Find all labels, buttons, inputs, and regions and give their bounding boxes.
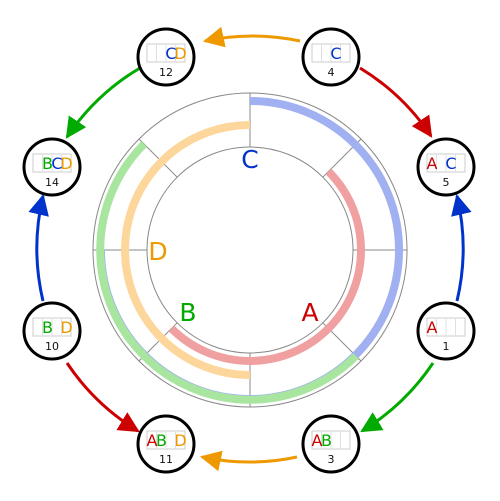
node-11-letter-A: A	[147, 431, 158, 450]
center-labels: C D B A	[148, 145, 318, 327]
node-10-letter-D: D	[60, 318, 72, 337]
node-5-number: 5	[443, 176, 450, 189]
node-3: A B 3	[301, 414, 361, 474]
band-D	[121, 121, 251, 379]
node-14-letter-B: B	[42, 154, 53, 173]
ring-inner-circle	[146, 146, 354, 354]
node-1-number: 1	[443, 340, 450, 353]
node-4-number: 4	[328, 66, 335, 79]
node-5-letter-C: C	[445, 154, 456, 173]
node-14-number: 14	[45, 176, 59, 189]
ring-bands	[96, 97, 403, 404]
node-10-letter-B: B	[42, 318, 53, 337]
center-label-B: B	[179, 298, 196, 327]
band-B	[96, 141, 359, 404]
edge-1-to-5	[451, 193, 472, 302]
node-4-letter-C: C	[330, 44, 341, 63]
edge-4-to-5	[359, 66, 433, 138]
node-11-letter-B: B	[156, 431, 167, 450]
node-10: B D 10	[22, 301, 82, 361]
node-1: A 1	[416, 301, 476, 361]
node-3-letter-A: A	[312, 431, 323, 450]
node-5: A C 5	[416, 137, 476, 197]
node-5-letter-A: A	[427, 154, 438, 173]
node-10-number: 10	[45, 340, 59, 353]
band-A	[168, 168, 366, 366]
edge-10-to-14	[28, 193, 49, 302]
node-14-letter-C: C	[51, 154, 62, 173]
node-12-letter-D: D	[174, 44, 186, 63]
center-label-D: D	[148, 237, 167, 266]
node-14-letter-D: D	[60, 154, 72, 173]
node-11-letter-D: D	[174, 431, 186, 450]
edge-10-to-11	[65, 362, 140, 433]
node-11: A B D 11	[136, 414, 196, 474]
edge-12-to-14	[65, 66, 141, 139]
node-12-number: 12	[159, 66, 173, 79]
node-11-number: 11	[159, 453, 173, 466]
node-3-letter-B: B	[321, 431, 332, 450]
node-12: C D 12	[136, 27, 196, 87]
node-4: C 4	[301, 27, 361, 87]
node-1-letter-A: A	[427, 318, 438, 337]
state-nodes: C D 12 C 4 B C D 14 A	[22, 27, 476, 474]
node-3-number: 3	[328, 453, 335, 466]
edge-1-to-3	[360, 362, 435, 433]
center-label-A: A	[301, 298, 318, 327]
node-14: B C D 14	[22, 137, 82, 197]
edge-3-to-11	[199, 450, 298, 472]
edges	[28, 26, 472, 472]
node-12-letter-C: C	[165, 44, 176, 63]
center-label-C: C	[241, 145, 258, 174]
edge-4-to-12	[202, 26, 301, 48]
